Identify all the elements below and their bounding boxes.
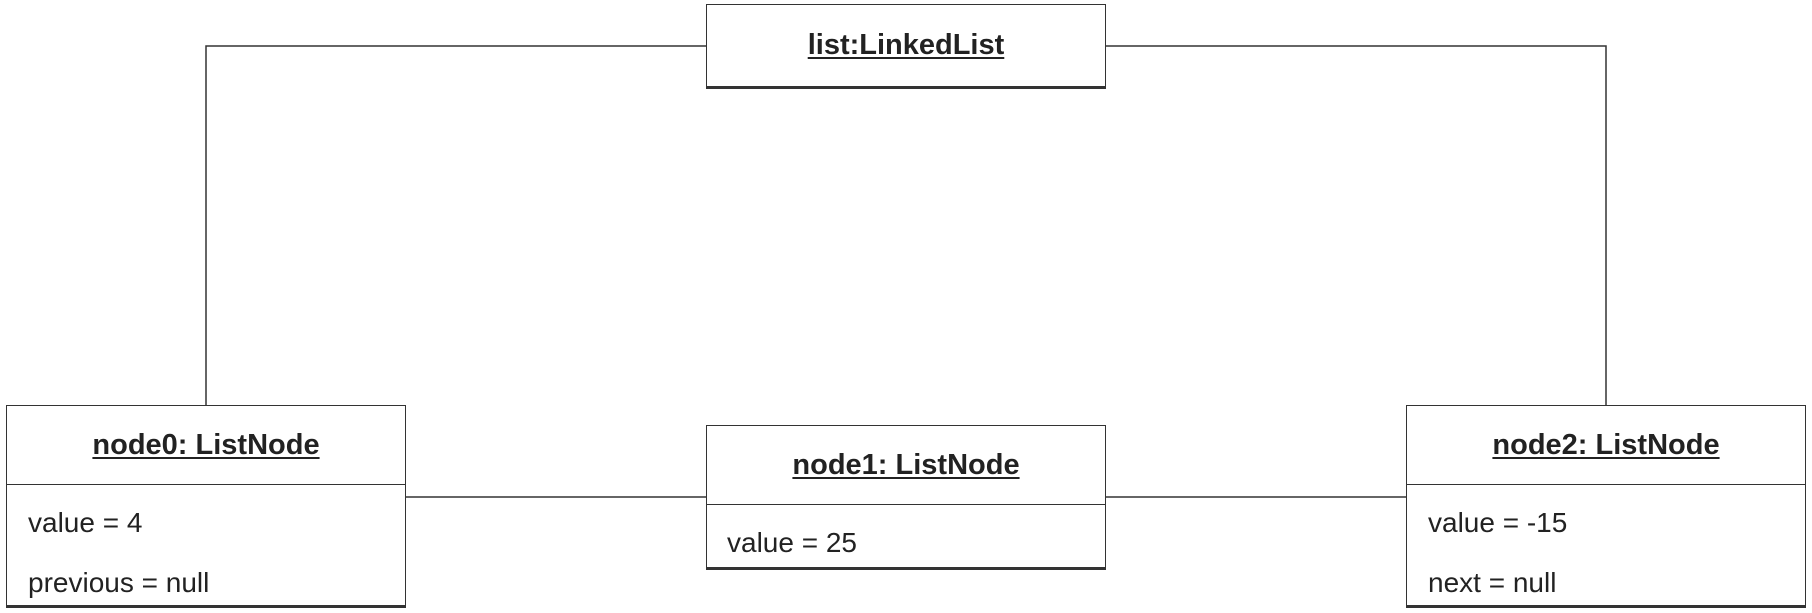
attribute-previous: previous = null bbox=[28, 567, 210, 598]
object-title: node1: ListNode bbox=[707, 426, 1105, 505]
object-node1: node1: ListNode value = 25 bbox=[706, 425, 1106, 570]
attribute-value: value = 25 bbox=[727, 527, 857, 558]
object-title: node2: ListNode bbox=[1407, 406, 1805, 485]
attribute-next: next = null bbox=[1428, 567, 1557, 598]
object-node0: node0: ListNode value = 4 previous = nul… bbox=[6, 405, 406, 608]
attribute-list: value = -15 next = null bbox=[1407, 485, 1805, 613]
link-list-node0 bbox=[205, 45, 706, 405]
object-list: list:LinkedList bbox=[706, 4, 1106, 89]
attribute-list: value = 25 bbox=[707, 505, 1105, 573]
object-title: list:LinkedList bbox=[807, 28, 1005, 61]
object-node2: node2: ListNode value = -15 next = null bbox=[1406, 405, 1806, 608]
attribute-value: value = -15 bbox=[1428, 507, 1568, 538]
object-title: node0: ListNode bbox=[7, 406, 405, 485]
link-list-node2 bbox=[1106, 45, 1607, 405]
attribute-list: value = 4 previous = null bbox=[7, 485, 405, 613]
attribute-value: value = 4 bbox=[28, 507, 143, 538]
